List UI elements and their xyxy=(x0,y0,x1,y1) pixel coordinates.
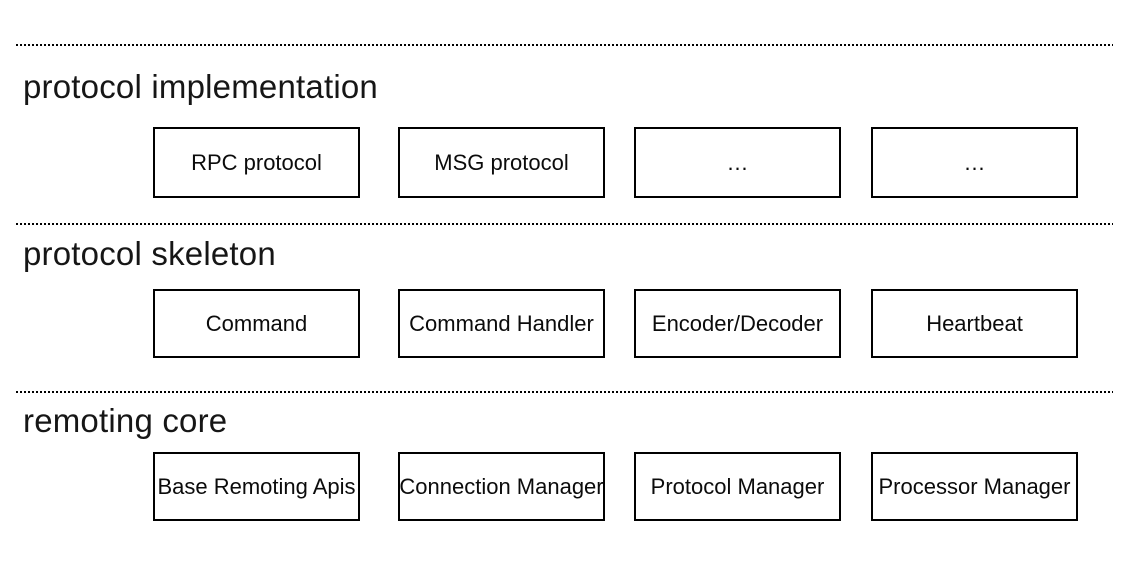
box-connection-manager: Connection Manager xyxy=(398,452,605,521)
box-processor-manager: Processor Manager xyxy=(871,452,1078,521)
box-command: Command xyxy=(153,289,360,358)
layer-title: protocol implementation xyxy=(23,68,378,105)
box-ellipsis-2: … xyxy=(871,127,1078,198)
dotted-divider xyxy=(16,44,1113,46)
box-protocol-manager: Protocol Manager xyxy=(634,452,841,521)
layer-title: protocol skeleton xyxy=(23,235,276,272)
box-heartbeat: Heartbeat xyxy=(871,289,1078,358)
box-command-handler: Command Handler xyxy=(398,289,605,358)
dotted-divider xyxy=(16,223,1113,225)
box-ellipsis-1: … xyxy=(634,127,841,198)
box-rpc-protocol: RPC protocol xyxy=(153,127,360,198)
box-msg-protocol: MSG protocol xyxy=(398,127,605,198)
layer-title: remoting core xyxy=(23,402,228,439)
box-encoder-decoder: Encoder/Decoder xyxy=(634,289,841,358)
box-base-remoting-apis: Base Remoting Apis xyxy=(153,452,360,521)
dotted-divider xyxy=(16,391,1113,393)
